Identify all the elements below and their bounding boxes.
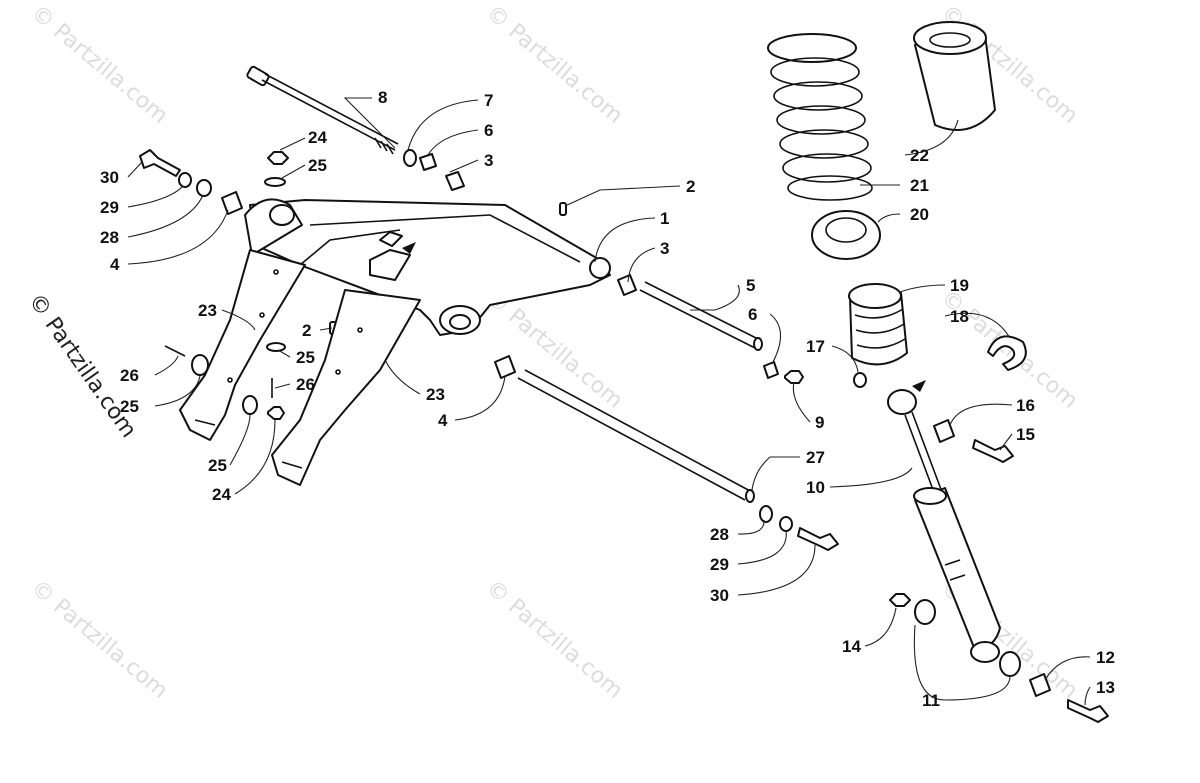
callout-24: 24 — [308, 128, 327, 147]
watermark: © Partzilla.com — [481, 575, 627, 703]
bushing-part — [763, 361, 779, 379]
callout-7: 7 — [484, 91, 493, 110]
callout-25: 25 — [120, 397, 139, 416]
washer-part — [264, 177, 286, 187]
callout-15: 15 — [1016, 425, 1035, 444]
callout-26: 26 — [120, 366, 139, 385]
washer-part — [403, 149, 417, 167]
callout-30: 30 — [710, 586, 729, 605]
washer-part — [266, 342, 286, 352]
callout-24: 24 — [212, 485, 231, 504]
arrow-icon — [912, 380, 926, 392]
nut-part — [267, 151, 289, 165]
arrow-icon — [402, 242, 416, 254]
rail-arm-part — [271, 289, 421, 486]
bushing-part — [494, 355, 516, 379]
watermark: © Partzilla.com — [26, 0, 172, 128]
callout-14: 14 — [842, 637, 861, 656]
bushing-part — [617, 274, 637, 296]
washer-part — [853, 372, 867, 388]
callout-20: 20 — [910, 205, 929, 224]
long-bolt-part — [246, 65, 399, 155]
callout-27: 27 — [806, 448, 825, 467]
nut-part — [784, 370, 804, 384]
callout-29: 29 — [710, 555, 729, 574]
leader-lines — [127, 97, 1091, 706]
callout-4: 4 — [438, 411, 448, 430]
callout-23: 23 — [426, 385, 445, 404]
callout-13: 13 — [1096, 678, 1115, 697]
boot-cover-part — [913, 21, 996, 131]
bump-stop-part — [848, 283, 908, 366]
callout-26: 26 — [296, 375, 315, 394]
callout-28: 28 — [710, 525, 729, 544]
parts-drawing — [139, 21, 1109, 723]
callout-11: 11 — [922, 691, 940, 710]
watermark: © Partzilla.com — [481, 0, 627, 128]
callout-25: 25 — [296, 348, 315, 367]
watermark-layer: © Partzilla.com © Partzilla.com © Partzi… — [26, 0, 1082, 703]
watermark: © Partzilla.com — [481, 285, 627, 413]
callout-30: 30 — [100, 168, 119, 187]
callout-2: 2 — [302, 321, 311, 340]
callout-6: 6 — [748, 305, 757, 324]
shock-absorber-part — [887, 389, 1001, 663]
callout-1: 1 — [660, 209, 669, 228]
callout-8: 8 — [378, 88, 387, 107]
bolt-part — [139, 149, 181, 177]
callout-3: 3 — [660, 239, 669, 258]
shaft-part — [639, 281, 763, 351]
spacer-part — [914, 599, 936, 625]
washer-part — [191, 354, 209, 376]
bolt-part — [1067, 699, 1109, 723]
callout-25: 25 — [308, 156, 327, 175]
callout-23: 23 — [198, 301, 217, 320]
callout-21: 21 — [910, 176, 929, 195]
a-arm-part — [244, 198, 611, 336]
nut-part — [889, 593, 911, 607]
bushing-part — [933, 419, 955, 443]
retaining-clip-part — [987, 335, 1027, 371]
callout-3: 3 — [484, 151, 493, 170]
watermark: © Partzilla.com — [936, 285, 1082, 413]
callout-12: 12 — [1096, 648, 1115, 667]
washer-part — [196, 179, 212, 197]
callout-19: 19 — [950, 276, 969, 295]
callout-9: 9 — [815, 413, 824, 432]
callout-25: 25 — [208, 456, 227, 475]
bolt-part — [797, 527, 839, 551]
spacer-part — [999, 651, 1021, 677]
callout-5: 5 — [746, 276, 755, 295]
washer-part — [178, 172, 192, 188]
coil-spring-part — [767, 33, 873, 201]
bushing-part — [445, 171, 465, 191]
callout-18: 18 — [950, 307, 969, 326]
callout-16: 16 — [1016, 396, 1035, 415]
nut-part — [267, 406, 285, 420]
washer-part — [242, 395, 258, 415]
rail-arm-part — [179, 249, 306, 441]
callout-28: 28 — [100, 228, 119, 247]
bolt-part — [972, 439, 1014, 463]
callout-17: 17 — [806, 337, 825, 356]
callout-labels: 8 7 6 3 24 25 30 29 28 4 2 1 3 5 6 9 23 … — [100, 88, 1115, 710]
callout-2: 2 — [686, 177, 695, 196]
grease-fitting-part — [559, 202, 567, 216]
bushing-part — [419, 153, 437, 171]
callout-6: 6 — [484, 121, 493, 140]
washer-part — [779, 516, 793, 532]
callout-22: 22 — [910, 146, 929, 165]
callout-4: 4 — [110, 255, 120, 274]
washer-part — [759, 505, 773, 523]
callout-29: 29 — [100, 198, 119, 217]
spring-collar-part — [811, 210, 881, 260]
screw-part — [164, 345, 186, 357]
shaft-part — [517, 369, 755, 503]
watermark: © Partzilla.com — [26, 575, 172, 703]
bushing-part — [221, 191, 243, 215]
callout-10: 10 — [806, 478, 825, 497]
